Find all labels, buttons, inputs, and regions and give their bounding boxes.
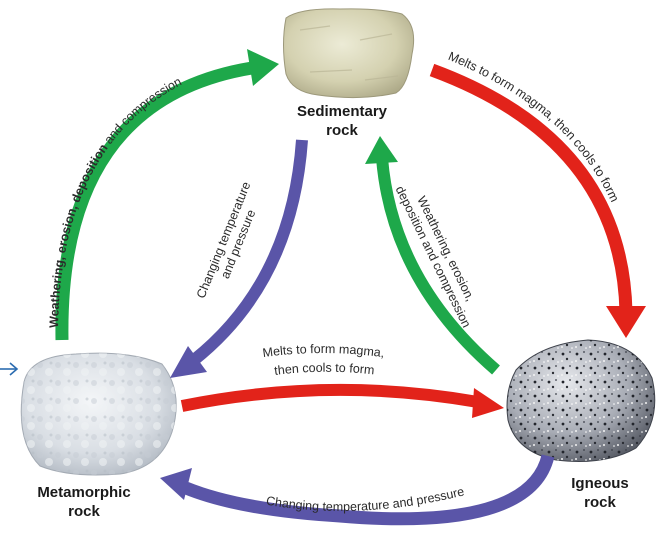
metamorphic-label-line1: Metamorphic xyxy=(14,483,154,502)
sedimentary-label-line1: Sedimentary xyxy=(262,102,422,121)
arrow-head xyxy=(606,306,646,338)
metamorphic-label-line2: rock xyxy=(14,502,154,521)
arrow-head xyxy=(247,49,279,86)
label-middle-line2: then cools to form xyxy=(273,361,375,378)
sedimentary-label-line2: rock xyxy=(262,121,422,140)
label-middle-line1: Melts to form magma, xyxy=(262,342,385,360)
sedimentary-rock-label: Sedimentary rock xyxy=(262,102,422,140)
label-bottom: Changing temperature and pressure xyxy=(265,484,465,514)
metamorphic-rock-image xyxy=(21,353,176,475)
arrow-body xyxy=(182,390,478,406)
igneous-label-line1: Igneous xyxy=(540,474,660,493)
arrow-melts-middle xyxy=(182,388,504,418)
igneous-label-line2: rock xyxy=(540,493,660,512)
arrow-head xyxy=(472,388,504,418)
igneous-rock-label: Igneous rock xyxy=(540,474,660,512)
pointer-arrow xyxy=(0,363,17,375)
sedimentary-rock-image xyxy=(284,9,414,98)
arrow-body xyxy=(194,140,302,360)
arrow-head xyxy=(365,136,398,164)
metamorphic-rock-label: Metamorphic rock xyxy=(14,483,154,521)
igneous-rock-image xyxy=(507,340,655,462)
label-outer-left-rest: and compression xyxy=(99,74,184,149)
arrow-body xyxy=(62,68,252,340)
